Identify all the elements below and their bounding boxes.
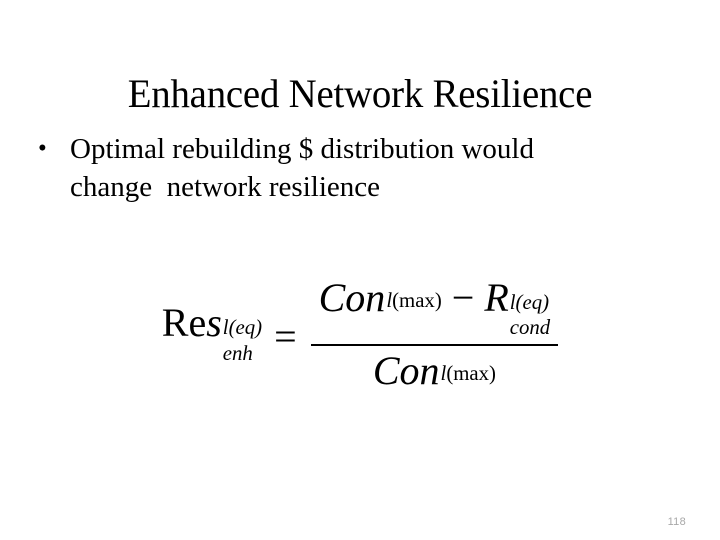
lhs-script-stack: l(eq) enh (223, 318, 262, 364)
equation-equals-sign: = (274, 314, 297, 360)
numerator-term2-superscript: l(eq) (509, 290, 550, 314)
page-number: 118 (667, 516, 686, 528)
lhs-subscript: enh (222, 341, 253, 365)
numerator-term1-base: Con (318, 275, 386, 320)
numerator-term1-sup-italic: l (386, 288, 393, 312)
bullet-text-line-2: change network resilience (70, 171, 380, 203)
numerator-term2-script-stack: l(eq) cond (509, 290, 551, 340)
numerator-term1-superscript: l(max) (386, 288, 442, 312)
numerator-minus-operator: − (451, 275, 475, 320)
lhs-base-italic: s (206, 300, 222, 346)
fraction-bar (310, 344, 559, 347)
lhs-superscript: l(eq) (222, 316, 263, 340)
bullet-text-line-1: Optimal rebuilding $ distribution would (70, 133, 534, 165)
numerator-term1-sup-roman: (max) (392, 288, 442, 312)
bullet-list-item: • Optimal rebuilding $ distribution woul… (32, 130, 672, 206)
lhs-base-roman: Re (161, 300, 207, 346)
numerator-term2-base: R (484, 275, 509, 320)
denominator-sup-italic: l (440, 362, 447, 385)
denominator-superscript: l(max) (440, 362, 496, 385)
bullet-marker-icon: • (38, 135, 47, 162)
denominator-base: Con (372, 348, 440, 394)
slide-body: • Optimal rebuilding $ distribution woul… (32, 130, 672, 206)
denominator-sup-roman: (max) (446, 362, 496, 385)
slide-title: Enhanced Network Resilience (127, 70, 593, 116)
numerator-term2-subscript: cond (509, 316, 551, 340)
